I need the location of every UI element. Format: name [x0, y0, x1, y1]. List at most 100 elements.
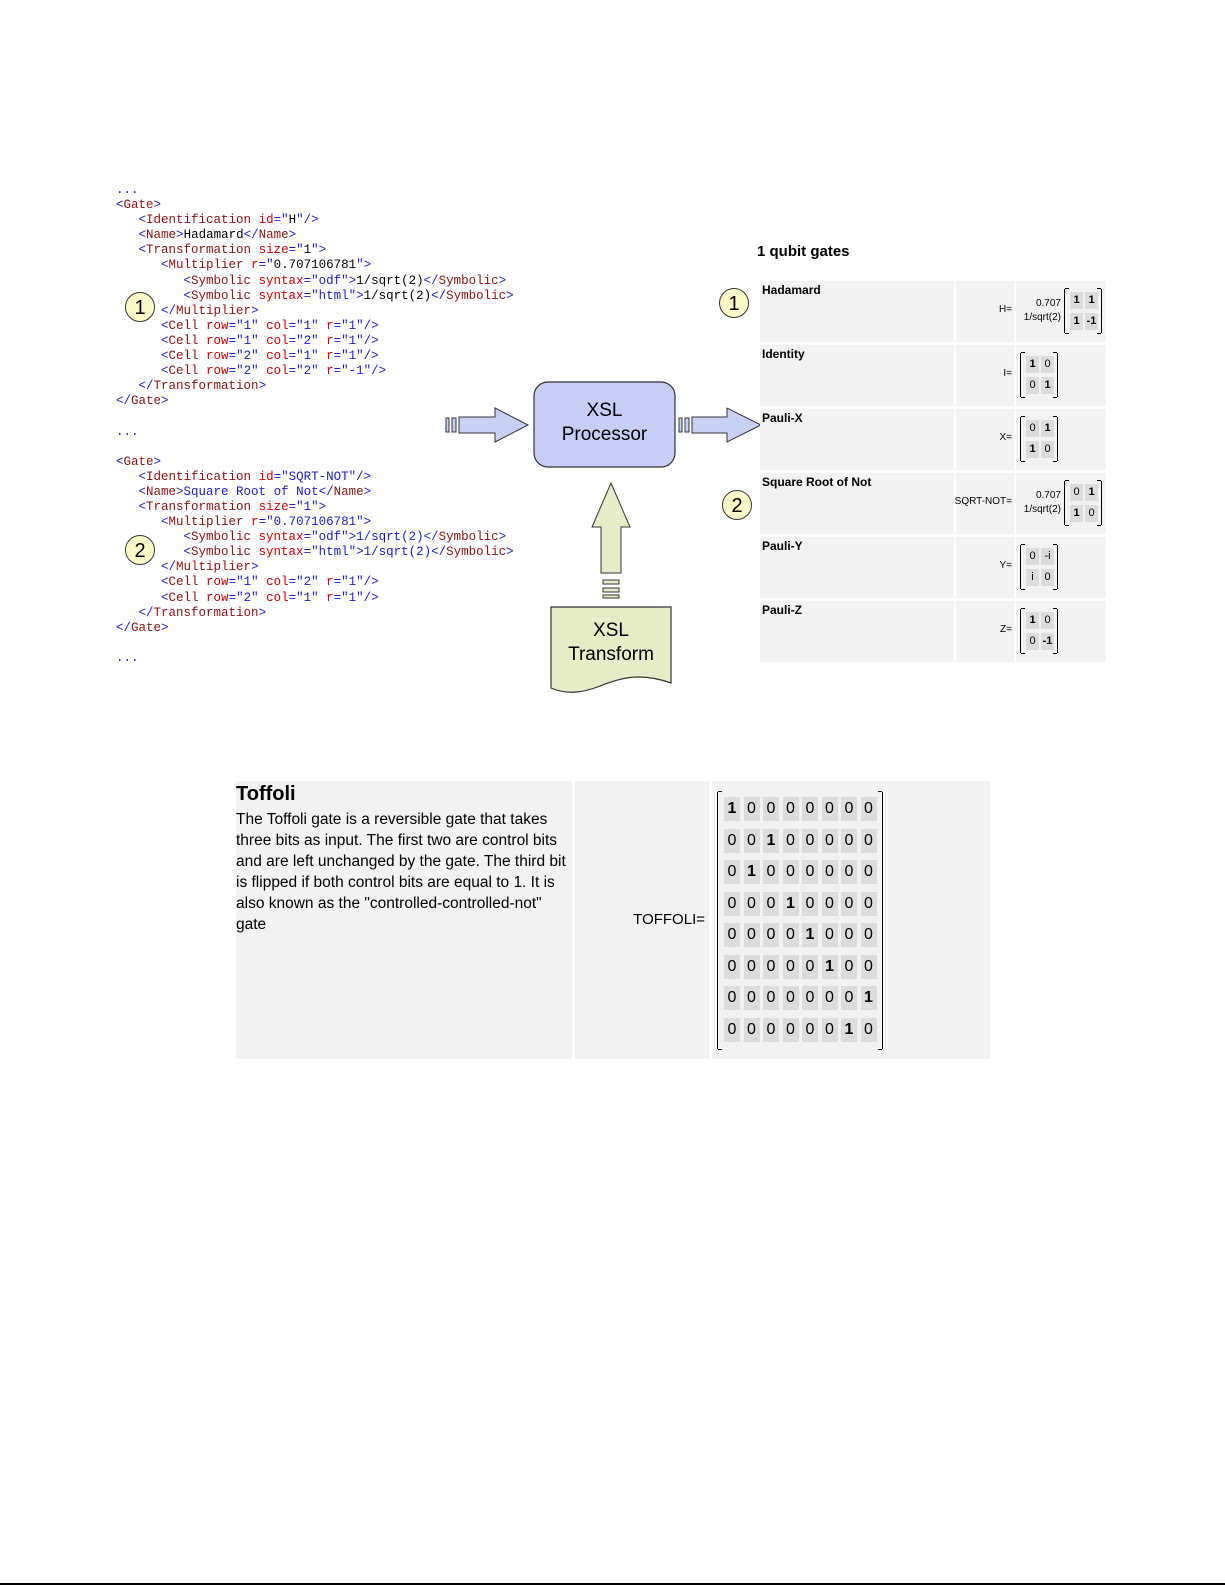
code-token: Name [146, 228, 177, 243]
code-token: Transformation [146, 243, 252, 258]
code-token: row [198, 333, 229, 348]
gate-name: Square Root of Not [762, 475, 872, 489]
transform-label-line2: Transform [568, 644, 654, 665]
code-line: <Symbolic syntax="odf">1/sqrt(2)</Symbol… [116, 530, 514, 545]
code-line: ... [116, 183, 514, 198]
gate-name: Identity [762, 347, 805, 361]
code-token: < [161, 349, 169, 364]
matrix-cell: 0 [763, 923, 779, 947]
code-line: <Symbolic syntax="html">1/sqrt(2)</Symbo… [116, 545, 514, 560]
code-token: ="0.707106781"> [258, 515, 372, 530]
matrix-cell: 0 [821, 986, 838, 1010]
code-line: <Gate> [116, 455, 514, 470]
matrix-cell: 0 [763, 1017, 779, 1042]
code-token: =" [258, 258, 274, 273]
matrix-cell: 1 [1085, 484, 1098, 501]
code-token: ="odf">1/sqrt(2)</ [303, 530, 439, 545]
code-token: r [243, 258, 259, 273]
code-token: < [161, 364, 169, 379]
gate-label: SQRT-NOT= [954, 496, 1012, 507]
matrix-cell: 0 [860, 923, 877, 947]
code-token: col [258, 333, 289, 348]
code-token: 1/sqrt(2) [363, 288, 432, 303]
code-token: ="1" [288, 318, 319, 333]
code-token: r [318, 364, 334, 379]
matrix-cell: 0 [1070, 484, 1083, 501]
code-token: ="1"> [288, 499, 327, 514]
matrix-cell: 0 [724, 828, 740, 853]
matrix-cell: 0 [821, 1017, 838, 1042]
code-token: Gate [131, 620, 162, 635]
code-token: >Square Root of Not</ [176, 484, 334, 499]
code-token: =" [273, 213, 289, 228]
matrix-cell: 1 [1041, 420, 1054, 437]
code-token: H [288, 213, 297, 228]
code-token: Symbolic [438, 530, 499, 545]
code-line: <Multiplier r="0.707106781"> [116, 258, 514, 273]
code-token: ="2" [228, 364, 259, 379]
code-token: syntax [251, 273, 304, 288]
matrix-cell: 0 [860, 1017, 877, 1042]
gate-label: X= [999, 432, 1012, 443]
matrix-cell: 1 [724, 797, 740, 821]
matrix-cell: 1 [1026, 441, 1039, 458]
code-token: > [498, 530, 507, 545]
matrix-cell: 0 [860, 797, 877, 821]
code-line: <Cell row="2" col="1" r="1"/> [116, 591, 514, 606]
matrix-cell: 0 [743, 923, 760, 947]
code-line: <Symbolic syntax="html">1/sqrt(2)</Symbo… [116, 289, 514, 304]
matrix-cell: 0 [782, 797, 799, 821]
gate-label-cell: Y= [956, 537, 1014, 598]
code-token: col [258, 349, 289, 364]
code-token: > [506, 545, 514, 560]
matrix-cell: 0 [1041, 569, 1054, 586]
code-token: < [161, 318, 169, 333]
code-token: r [318, 590, 334, 605]
code-token: row [198, 364, 229, 379]
gate-label-cell: X= [956, 409, 1014, 470]
gate-label: H= [998, 304, 1012, 315]
code-token: Symbolic [191, 273, 252, 288]
code-token: Symbolic [446, 288, 507, 303]
matrix-cell: 0 [860, 954, 877, 979]
code-token: < [183, 288, 192, 303]
code-token: Multiplier [168, 515, 244, 530]
matrix-cell: 1 [1070, 505, 1083, 522]
code-token: Hadamard [183, 228, 244, 243]
code-line: </Transformation> [116, 606, 514, 621]
matrix-cell: 0 [743, 986, 760, 1010]
matrix-cell: 0 [724, 986, 740, 1010]
matrix-cell: 0 [763, 797, 779, 821]
code-token: Name [333, 484, 364, 499]
code-token: < [116, 198, 124, 213]
code-token: syntax [251, 545, 304, 560]
code-token: ="1"/> [333, 575, 379, 590]
code-token: ="1" [288, 590, 319, 605]
code-token: < [161, 333, 169, 348]
gate-label: I= [1003, 368, 1012, 379]
gate-label: Z= [1000, 624, 1012, 635]
code-token: </ [431, 288, 447, 303]
matrix-cell: -1 [1085, 313, 1098, 330]
matrix-cell: 0 [763, 891, 779, 916]
code-line: <Cell row="1" col="1" r="1"/> [116, 319, 514, 334]
matrix-cell: 0 [782, 954, 799, 979]
matrix-cell: 0 [860, 891, 877, 916]
code-line: <Identification id="SQRT-NOT"/> [116, 470, 514, 485]
gate-label-cell: SQRT-NOT= [954, 473, 1014, 534]
code-token: > [363, 484, 372, 499]
code-token: Symbolic [191, 288, 252, 303]
matrix-cell: 0 [860, 860, 877, 884]
code-token: Cell [168, 333, 199, 348]
code-token: Transformation [153, 605, 259, 620]
code-token: Multiplier [176, 560, 252, 575]
code-token: ... [116, 650, 139, 665]
